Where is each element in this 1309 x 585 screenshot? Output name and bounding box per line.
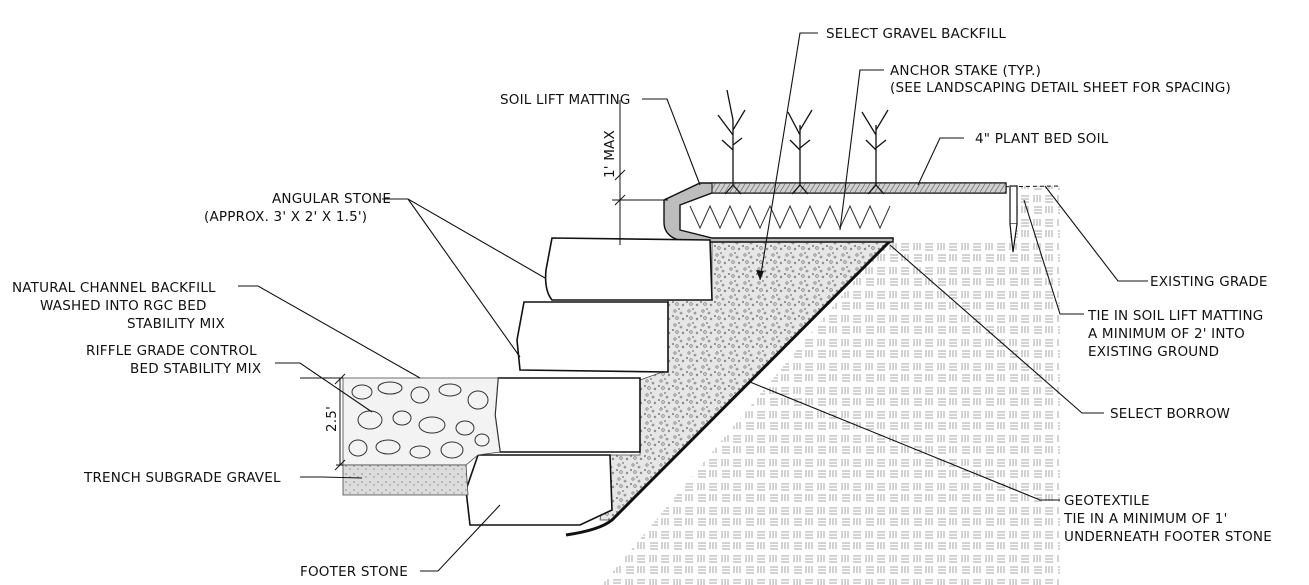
- label-anchor-stake-note: (SEE LANDSCAPING DETAIL SHEET FOR SPACIN…: [890, 80, 1231, 96]
- plant-icons: [717, 89, 889, 195]
- lift-zigzag: [689, 204, 891, 230]
- label-riffle-2: BED STABILITY MIX: [130, 361, 261, 377]
- label-existing-grade: EXISTING GRADE: [1150, 274, 1268, 290]
- callout-labels: SELECT GRAVEL BACKFILL ANCHOR STAKE (TYP…: [12, 26, 1272, 580]
- label-geotextile-3: UNDERNEATH FOOTER STONE: [1064, 529, 1272, 545]
- label-tie-in-3: EXISTING GROUND: [1088, 344, 1219, 360]
- label-soil-lift-matting: SOIL LIFT MATTING: [500, 92, 631, 108]
- trench-gravel-zone: [342, 464, 469, 496]
- label-plant-bed-soil: 4" PLANT BED SOIL: [975, 131, 1109, 147]
- label-geotextile-2: TIE IN A MINIMUM OF 1': [1063, 511, 1228, 527]
- label-dim-2-5: 2.5': [324, 406, 340, 432]
- leader-lines: [238, 32, 1148, 572]
- label-footer-stone: FOOTER STONE: [300, 564, 408, 580]
- label-angular-stone-dims: (APPROX. 3' X 2' X 1.5'): [204, 209, 367, 225]
- angular-stones: [465, 237, 713, 526]
- anchor-stake: [1009, 185, 1018, 253]
- label-anchor-stake: ANCHOR STAKE (TYP.): [890, 63, 1041, 79]
- geotextile-line: [565, 236, 895, 537]
- existing-ground: [602, 186, 1060, 585]
- label-select-borrow: SELECT BORROW: [1110, 406, 1230, 422]
- label-select-gravel-backfill: SELECT GRAVEL BACKFILL: [826, 26, 1006, 42]
- label-natural-channel-1: NATURAL CHANNEL BACKFILL: [12, 280, 216, 296]
- label-tie-in-2: A MINIMUM OF 2' INTO: [1088, 326, 1245, 342]
- dimension-1ft-max: [612, 100, 668, 245]
- label-geotextile-1: GEOTEXTILE: [1064, 493, 1150, 509]
- label-natural-channel-3: STABILITY MIX: [127, 316, 225, 332]
- plant-bed-soil-layer: [711, 182, 1007, 194]
- label-trench-gravel: TRENCH SUBGRADE GRAVEL: [83, 470, 281, 486]
- footer-stone-block: [465, 454, 613, 526]
- label-tie-in-1: TIE IN SOIL LIFT MATTING: [1087, 308, 1263, 324]
- label-one-ft-max: 1' MAX: [602, 130, 618, 178]
- label-angular-stone: ANGULAR STONE: [272, 191, 391, 207]
- label-riffle-1: RIFFLE GRADE CONTROL: [86, 343, 257, 359]
- riffle-cobbles: [348, 381, 490, 459]
- label-natural-channel-2: WASHED INTO RGC BED: [40, 298, 207, 314]
